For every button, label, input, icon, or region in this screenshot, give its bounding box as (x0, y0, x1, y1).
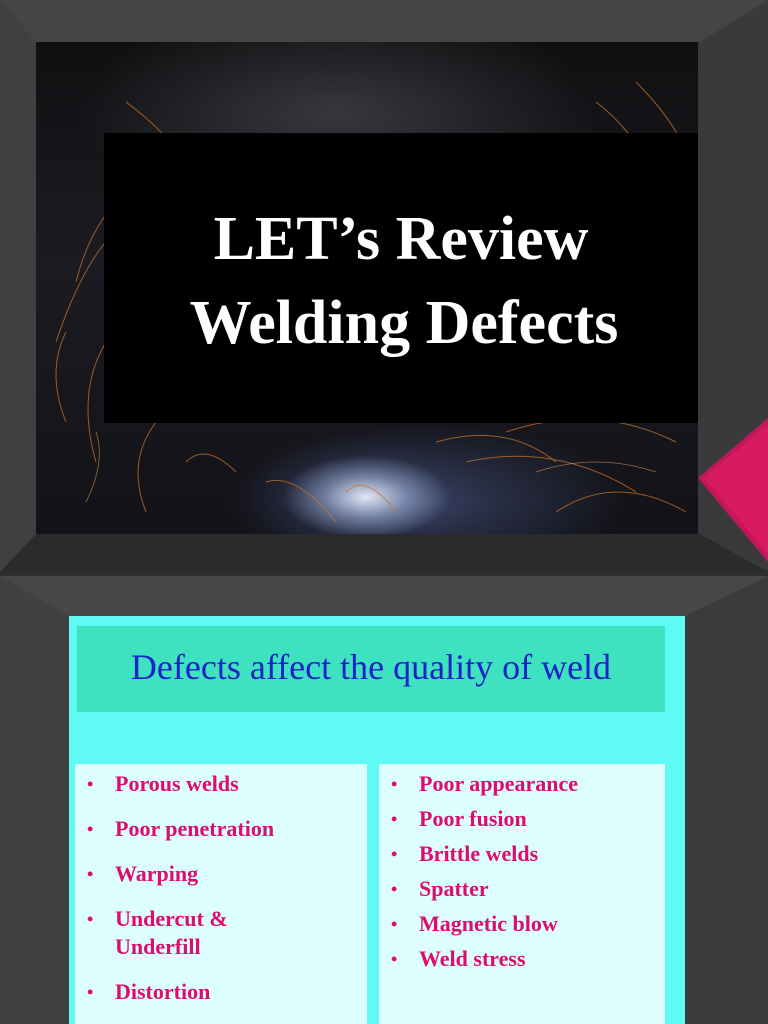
slide-background-bevel (0, 576, 768, 1024)
defect-list-right: Poor appearance Poor fusion Brittle weld… (379, 764, 665, 973)
list-item: Brittle welds (379, 840, 665, 868)
spark-streaks (55, 81, 692, 523)
list-item: Magnetic blow (379, 910, 665, 938)
list-item: Distortion (75, 978, 367, 1006)
list-item: Poor penetration (75, 815, 367, 843)
slide-heading: Defects affect the quality of weld (130, 647, 612, 687)
list-item: Weld stress (379, 945, 665, 973)
content-slide-frame: Defects affect the quality of weld Porou… (0, 576, 768, 1024)
slide-title: LET’s Review Welding Defects (104, 197, 698, 365)
list-item: Porous welds (75, 770, 367, 798)
heading-bar: Defects affect the quality of weld (77, 626, 665, 712)
list-item: Poor appearance (379, 770, 665, 798)
list-item: Spatter (379, 875, 665, 903)
title-line: Welding Defects (189, 289, 619, 357)
right-list-panel: Poor appearance Poor fusion Brittle weld… (379, 764, 665, 1024)
title-line: LET’s Review (213, 205, 589, 273)
title-box: LET’s Review Welding Defects (104, 133, 698, 423)
left-list-panel: Porous welds Poor penetration Warping Un… (75, 764, 367, 1024)
defect-list-left: Porous welds Poor penetration Warping Un… (75, 764, 367, 1006)
list-item: Poor fusion (379, 805, 665, 833)
accent-arrow-icon (698, 418, 768, 562)
list-item: Warping (75, 860, 367, 888)
title-slide: LET’s Review Welding Defects (0, 0, 768, 572)
slide-background-bevel (0, 0, 768, 572)
content-slide: Defects affect the quality of weld Porou… (69, 616, 685, 1024)
list-item: Undercut & Underfill (75, 905, 265, 961)
